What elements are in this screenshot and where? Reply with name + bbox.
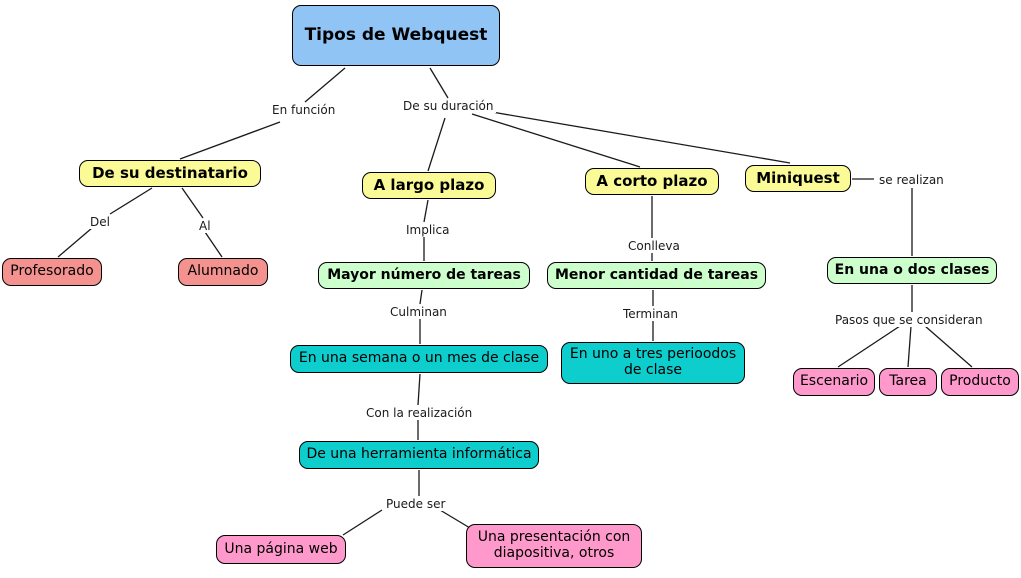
node-menor-tareas[interactable]: Menor cantidad de tareas	[547, 262, 766, 289]
node-miniquest[interactable]: Miniquest	[745, 165, 851, 192]
link-label-l-con-la-realizacion: Con la realización	[364, 406, 475, 421]
node-producto[interactable]: Producto	[941, 368, 1019, 396]
node-label-mayor-tareas: Mayor número de tareas	[327, 266, 521, 283]
node-label-alumnado: Alumnado	[187, 263, 259, 280]
link-label-l-pasos: Pasos que se consideran	[833, 313, 985, 328]
node-mayor-tareas[interactable]: Mayor número de tareas	[318, 262, 530, 289]
edge-e-del-profesorado	[57, 227, 93, 258]
edge-e-destinatario-al	[181, 187, 204, 219]
node-largo[interactable]: A largo plazo	[362, 172, 496, 199]
edge-e-root-enfuncion	[304, 67, 346, 103]
edge-e-duracion-largo	[427, 117, 446, 172]
edge-e-duracion-mini	[491, 111, 791, 164]
node-label-pagina-web: Una página web	[224, 540, 338, 557]
link-label-l-de-su-duracion: De su duración	[401, 99, 496, 114]
link-label-l-conlleva: Conlleva	[626, 239, 682, 254]
node-label-menor-tareas: Menor cantidad de tareas	[554, 266, 759, 283]
node-escenario[interactable]: Escenario	[793, 368, 875, 396]
edge-e-duracion-corto	[471, 113, 641, 168]
node-herramienta[interactable]: De una herramienta informática	[299, 441, 539, 469]
node-label-presentacion: Una presentación con diapositiva, otros	[477, 529, 631, 561]
edge-e-puede-pagina	[342, 509, 383, 536]
node-presentacion[interactable]: Una presentación con diapositiva, otros	[466, 524, 642, 568]
edge-e-semana-conla	[417, 373, 421, 406]
node-profesorado[interactable]: Profesorado	[2, 258, 102, 286]
node-label-root: Tipos de Webquest	[304, 24, 488, 45]
node-corto[interactable]: A corto plazo	[585, 168, 719, 195]
node-tarea[interactable]: Tarea	[879, 368, 937, 396]
edge-e-pasos-producto	[924, 325, 973, 368]
edge-e-enfuncion-destinatario	[179, 121, 281, 160]
node-label-miniquest: Miniquest	[756, 169, 840, 188]
edge-e-puede-presentacion	[439, 509, 471, 529]
node-label-corto: A corto plazo	[596, 172, 708, 191]
edge-e-pasos-tarea	[907, 325, 912, 368]
node-uno-tres[interactable]: En uno a tres perioodos de clase	[561, 342, 745, 384]
node-root[interactable]: Tipos de Webquest	[292, 5, 500, 66]
link-label-l-terminan: Terminan	[621, 307, 680, 322]
edge-e-largo-implica	[423, 199, 429, 223]
link-label-l-al: Al	[197, 219, 213, 234]
node-label-producto: Producto	[949, 373, 1011, 390]
link-label-l-en-funcion: En función	[270, 103, 338, 118]
node-label-tarea: Tarea	[889, 373, 927, 390]
node-alumnado[interactable]: Alumnado	[178, 258, 268, 286]
edge-e-root-duracion	[429, 67, 449, 99]
edge-e-al-alumnado	[204, 231, 223, 258]
link-label-l-culminan: Culminan	[388, 305, 449, 320]
node-label-profesorado: Profesorado	[10, 263, 94, 280]
node-label-uno-tres: En uno a tres perioodos de clase	[569, 346, 737, 378]
node-destinatario[interactable]: De su destinatario	[79, 160, 261, 187]
node-semana-mes[interactable]: En una semana o un mes de clase	[290, 345, 548, 373]
edge-e-mayor-culminan	[419, 289, 423, 305]
link-label-l-implica: Implica	[404, 223, 452, 238]
node-label-una-dos-clases: En una o dos clases	[834, 261, 990, 278]
link-label-l-del: Del	[88, 215, 112, 230]
node-label-herramienta: De una herramienta informática	[306, 446, 532, 463]
edge-e-pasos-escenario	[837, 325, 901, 368]
node-label-largo: A largo plazo	[373, 176, 485, 195]
node-una-dos-clases[interactable]: En una o dos clases	[827, 257, 997, 284]
link-label-l-puede-ser: Puede ser	[384, 497, 448, 512]
node-label-destinatario: De su destinatario	[92, 164, 248, 183]
edge-e-destinatario-del	[109, 187, 153, 215]
node-pagina-web[interactable]: Una página web	[216, 535, 346, 564]
node-label-escenario: Escenario	[799, 373, 869, 390]
node-label-semana-mes: En una semana o un mes de clase	[298, 350, 540, 367]
link-label-l-se-realizan: se realizan	[877, 173, 946, 188]
